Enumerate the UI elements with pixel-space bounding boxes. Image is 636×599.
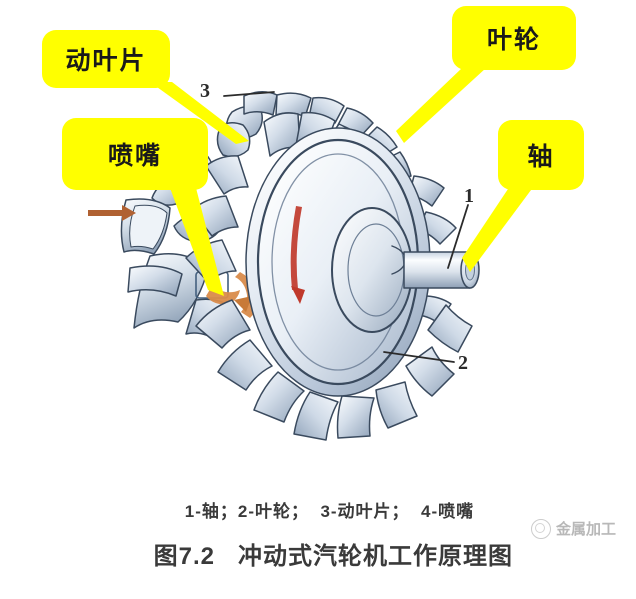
callout-shaft[interactable]: 轴 bbox=[498, 120, 584, 190]
leader-num-3 bbox=[223, 91, 275, 97]
leader-shaft bbox=[462, 186, 534, 272]
callout-nozzle-label: 喷嘴 bbox=[107, 142, 162, 170]
number-label-2: 2 bbox=[458, 352, 468, 374]
callout-impeller[interactable]: 叶轮 bbox=[452, 6, 576, 70]
callout-impeller-label: 叶轮 bbox=[486, 26, 541, 54]
leader-nozzle bbox=[170, 188, 224, 296]
callout-shaft-label: 轴 bbox=[527, 143, 555, 171]
number-label-1: 1 bbox=[464, 185, 474, 207]
callout-nozzle[interactable]: 喷嘴 bbox=[62, 118, 208, 190]
leader-moving-blade bbox=[150, 82, 249, 144]
steam-inlet-arrow bbox=[88, 205, 136, 221]
number-leaders bbox=[223, 91, 469, 363]
leader-impeller bbox=[396, 68, 486, 143]
leader-num-2 bbox=[383, 351, 455, 363]
callout-moving-blade[interactable]: 动叶片 bbox=[42, 30, 170, 88]
watermark-label: 金属加工 bbox=[556, 521, 617, 538]
watermark: 金属加工 bbox=[531, 518, 616, 539]
figure-legend: 1-轴；2-叶轮； 3-动叶片； 4-喷嘴 bbox=[184, 502, 475, 521]
impeller-disc bbox=[245, 127, 431, 397]
leader-num-1 bbox=[447, 204, 469, 269]
callout-moving-blade-label: 动叶片 bbox=[65, 47, 147, 75]
number-label-3: 3 bbox=[200, 80, 210, 102]
rotation-arrow bbox=[290, 206, 305, 304]
figure-canvas: 动叶片 喷嘴 叶轮 轴 3 1 2 1-轴；2-叶轮； 3-动叶片； 4-喷嘴 … bbox=[42, 6, 617, 570]
callout-leaders bbox=[150, 68, 534, 296]
circle-logo-icon bbox=[531, 518, 551, 539]
